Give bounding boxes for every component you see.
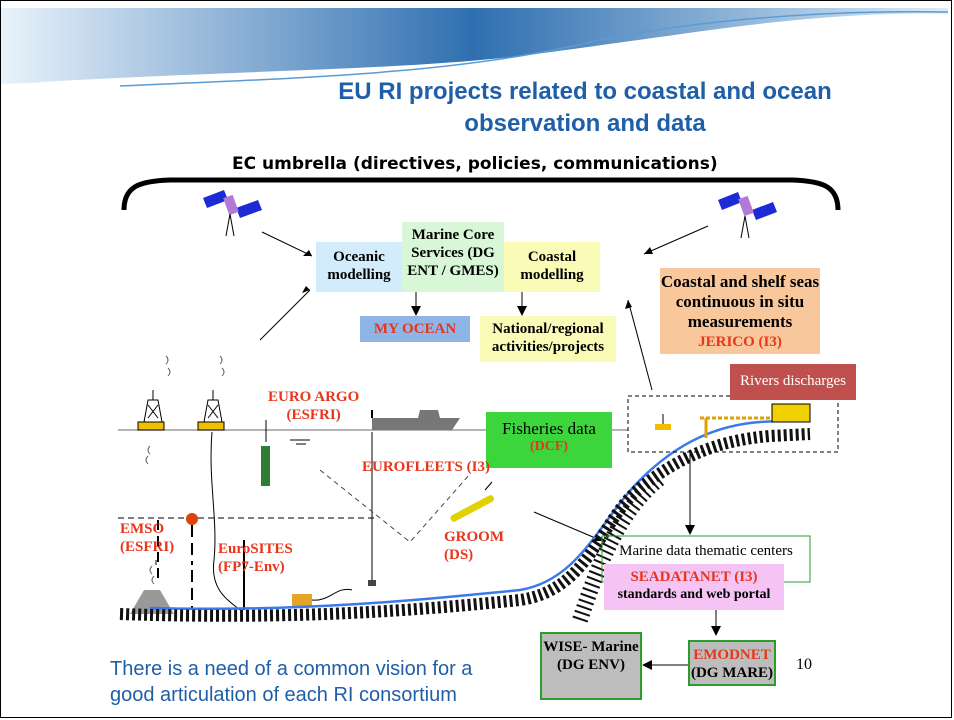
satellite-right-icon xyxy=(718,192,777,239)
umbrella-bracket xyxy=(121,177,841,211)
title-line-2: observation and data xyxy=(464,110,706,137)
title-line-1: EU RI projects related to coastal and oc… xyxy=(338,78,832,105)
myocean-box: MY OCEAN xyxy=(360,316,470,342)
arrows xyxy=(259,225,717,666)
glider-icon xyxy=(450,481,495,522)
thematic-centers-label: Marine data thematic centers xyxy=(619,543,793,559)
signal-waves-icon xyxy=(145,355,225,585)
bottom-note: There is a need of a common vision for a… xyxy=(110,658,473,706)
rivers-discharges-box: Rivers discharges xyxy=(730,364,856,400)
coastal-modelling-box: Coastal modelling xyxy=(504,242,600,292)
ship-icon xyxy=(319,410,471,586)
emodnet-box: EMODNET (DG MARE) xyxy=(688,640,776,686)
euro-argo-label: EURO ARGO(ESFRI) xyxy=(268,389,360,423)
argo-float-icon xyxy=(261,420,310,486)
umbrella-label: EC umbrella (directives, policies, commu… xyxy=(232,154,718,174)
header-swoosh xyxy=(0,8,948,84)
marine-core-box: Marine Core Services (DG ENT / GMES) xyxy=(402,222,504,292)
buoy-icon xyxy=(137,390,165,431)
wise-marine-box: WISE- Marine (DG ENV) xyxy=(540,632,642,700)
fisheries-data-box: Fisheries data (DCF) xyxy=(486,412,612,468)
eurofleets-label: EUROFLEETS (I3) xyxy=(362,459,490,475)
sea-floor-blue xyxy=(149,418,801,611)
national-activities-box: National/regional activities/projects xyxy=(480,316,616,362)
satellite-left-icon xyxy=(203,190,262,237)
groom-label: GROOM(DS) xyxy=(444,529,504,563)
coastal-shelf-box: Coastal and shelf seas continuous in sit… xyxy=(660,268,820,354)
buoy-icon xyxy=(197,390,241,611)
page-number: 10 xyxy=(796,656,812,673)
eurosites-label: EuroSITES(FP7-Env) xyxy=(218,541,293,575)
oceanic-modelling-box: Oceanic modelling xyxy=(316,242,402,292)
seadatanet-box: SEADATANET (I3) standards and web portal xyxy=(604,564,784,610)
rov-icon xyxy=(292,588,353,606)
emso-label: EMSO(ESFRI) xyxy=(120,521,175,555)
